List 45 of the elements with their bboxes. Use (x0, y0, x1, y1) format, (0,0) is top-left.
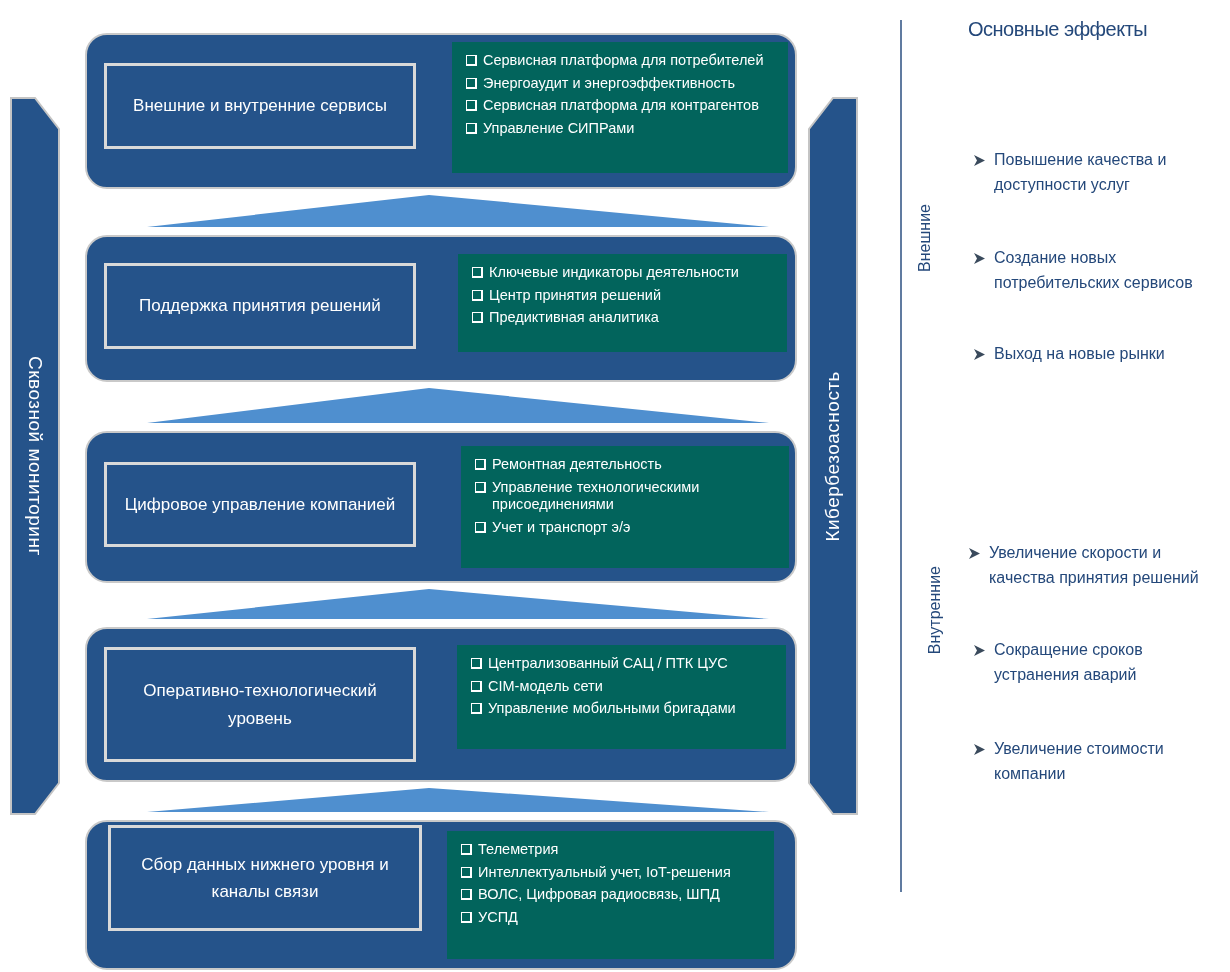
list-item: Управление технологическими присоединениями (492, 478, 701, 515)
list-item: Ремонтная деятельность (492, 456, 662, 474)
section-heading: Основные эффекты (968, 17, 1148, 42)
level-title-box: Цифровое управление компанией (104, 462, 416, 547)
layer-panel (85, 33, 797, 189)
layer-panel (85, 820, 797, 970)
list-item: Интеллектуальный учет, IoT-решения (478, 863, 731, 882)
list-item: Сервисная платформа для потребителей (483, 52, 764, 70)
list-item: Учет и транспорт э/э (492, 519, 631, 537)
list-item: Управление мобильными бригадами (488, 700, 736, 719)
level-title-box: Внешние и внутренние сервисы (104, 63, 416, 149)
feature-list-panel (452, 42, 788, 173)
effect-text: Увеличение скорости и качества принятия решений (989, 543, 1200, 588)
list-item: CIM-модель сети (488, 677, 603, 696)
list-item: Управление СИПРами (483, 120, 635, 138)
effect-text: Создание новых потребительских сервисов (994, 248, 1194, 293)
layer-panel (85, 431, 797, 583)
feature-list-panel (447, 831, 774, 959)
list-item: Ключевые индикаторы деятельности (489, 264, 739, 282)
effect-text: Выход на новые рынки (994, 344, 1166, 364)
group-label: Внешние (916, 204, 934, 272)
feature-list-panel (461, 446, 789, 568)
level-title-box: Сбор данных нижнего уровня и каналы связи (108, 825, 422, 931)
effect-text: Повышение качества и доступности услуг (994, 150, 1168, 195)
feature-list-panel (458, 254, 787, 352)
list-item: Централизованный САЦ / ПТК ЦУС (488, 655, 728, 673)
layer-panel (85, 627, 797, 782)
band-label: Сквозной мониторинг (24, 356, 46, 556)
layer-panel (85, 235, 797, 382)
list-item: Энергоаудит и энергоэффективность (483, 74, 735, 93)
effect-text: Сокращение сроков устранения аварий (994, 640, 1144, 685)
list-item: УСПД (478, 909, 518, 927)
list-item: Сервисная платформа для контрагентов (483, 97, 759, 116)
list-item: Центр принятия решений (489, 286, 662, 305)
side-band (808, 97, 858, 815)
band-label: Кибербезоасность (822, 370, 844, 542)
list-item: Телеметрия (478, 841, 559, 859)
group-label: Внутренние (926, 566, 944, 655)
side-band (10, 97, 60, 815)
level-title-box: Поддержка принятия решений (104, 263, 416, 349)
feature-list-panel (457, 645, 786, 749)
list-item: Предиктивная аналитика (489, 309, 659, 328)
effect-text: Увеличение стоимости компании (994, 739, 1165, 784)
list-item: ВОЛС, Цифровая радиосвязь, ШПД (478, 886, 720, 905)
level-title-box: Оперативно-технологический уровень (104, 647, 416, 762)
